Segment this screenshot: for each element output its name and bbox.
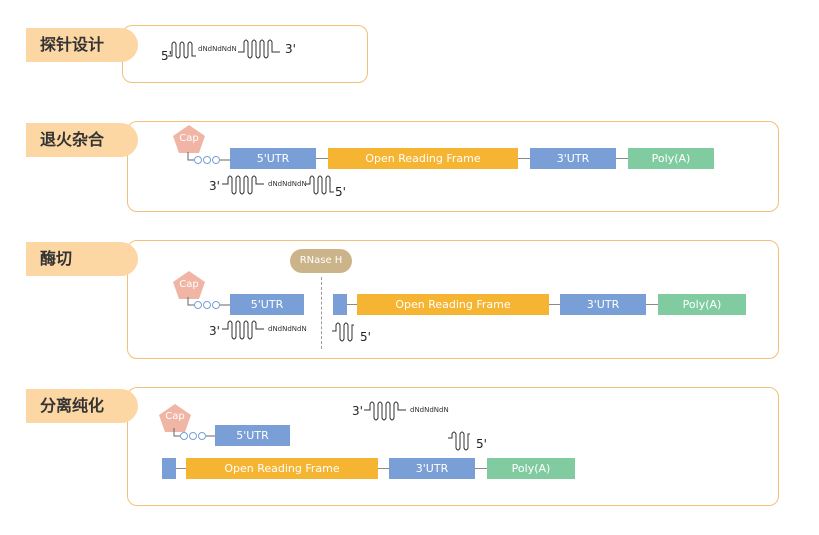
rna-backbone xyxy=(316,158,328,159)
polya-segment: Poly(A) xyxy=(658,294,746,315)
separate-panel xyxy=(127,387,779,506)
cleavage-site-line xyxy=(321,277,322,349)
cap-icon xyxy=(173,125,205,153)
probe-panel xyxy=(122,25,368,83)
utr5-segment: 5'UTR xyxy=(230,148,316,169)
rna-backbone xyxy=(378,468,389,469)
cleave-five-prime: 5' xyxy=(360,330,371,344)
anneal-probe-sequence: dNdNdNdN xyxy=(268,180,307,188)
anneal-five-prime: 5' xyxy=(335,185,346,199)
utr5-fragment xyxy=(333,294,347,315)
anneal-probe-wave-right xyxy=(306,175,334,195)
cleave-three-prime: 3' xyxy=(209,324,220,338)
rna-backbone xyxy=(475,468,487,469)
probe-wave-right xyxy=(238,39,280,59)
utr5-segment: 5'UTR xyxy=(215,425,290,446)
probe-five-prime: 5' xyxy=(161,49,172,63)
cap-label: Cap xyxy=(179,279,199,290)
polya-segment: Poly(A) xyxy=(487,458,575,479)
anneal-probe-wave-left xyxy=(222,175,264,195)
section-title-probe: 探针设计 xyxy=(26,28,138,62)
anneal-three-prime: 3' xyxy=(209,179,220,193)
rnase-h-badge: RNase H xyxy=(290,249,352,273)
cap-label: Cap xyxy=(179,133,199,144)
cap-label: Cap xyxy=(165,411,185,422)
rna-backbone xyxy=(347,304,357,305)
cleave-probe-tail-wave xyxy=(332,322,354,342)
utr3-segment: 3'UTR xyxy=(560,294,646,315)
section-title-anneal: 退火杂合 xyxy=(26,123,138,157)
cap-icon xyxy=(159,404,191,432)
utr3-segment: 3'UTR xyxy=(530,148,616,169)
separate-probe-wave xyxy=(364,401,406,421)
separate-tail-wave xyxy=(448,431,470,451)
probe-sequence: dNdNdNdN xyxy=(198,45,237,53)
cap-linker-icon xyxy=(187,152,230,164)
utr5-fragment xyxy=(162,458,176,479)
rna-backbone xyxy=(616,158,628,159)
separate-probe-sequence: dNdNdNdN xyxy=(410,406,449,414)
probe-wave-left xyxy=(168,41,196,59)
orf-segment: Open Reading Frame xyxy=(186,458,378,479)
utr3-segment: 3'UTR xyxy=(389,458,475,479)
polya-segment: Poly(A) xyxy=(628,148,714,169)
utr5-segment: 5'UTR xyxy=(230,294,304,315)
section-title-cleave: 酶切 xyxy=(26,242,138,276)
section-title-separate: 分离纯化 xyxy=(26,389,138,423)
cleave-probe-sequence: dNdNdNdN xyxy=(268,325,307,333)
cap-linker-icon xyxy=(173,428,216,440)
separate-three-prime: 3' xyxy=(352,404,363,418)
orf-segment: Open Reading Frame xyxy=(357,294,549,315)
orf-segment: Open Reading Frame xyxy=(328,148,518,169)
cap-icon xyxy=(173,271,205,299)
rna-backbone xyxy=(549,304,560,305)
probe-three-prime: 3' xyxy=(285,42,296,56)
cap-linker-icon xyxy=(187,297,230,309)
rna-backbone xyxy=(646,304,658,305)
cleave-probe-wave xyxy=(222,320,264,340)
rna-backbone xyxy=(518,158,530,159)
separate-five-prime: 5' xyxy=(476,437,487,451)
rna-backbone xyxy=(176,468,186,469)
